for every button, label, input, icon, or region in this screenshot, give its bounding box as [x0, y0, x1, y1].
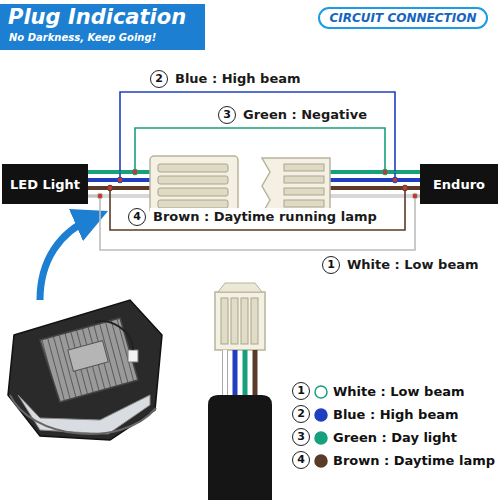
node-text: Enduro [433, 177, 485, 192]
legend-text: White : Low beam [333, 383, 465, 401]
callout-number: 1 [322, 256, 340, 274]
pointer-arrow [40, 218, 92, 300]
wire-dot [402, 185, 408, 191]
callout-number: 2 [150, 70, 168, 88]
heading-pill: CIRCUIT CONNECTION [318, 7, 488, 29]
plug-male [150, 156, 238, 214]
callout-number: 3 [292, 428, 310, 446]
legend-text: Brown : Daytime lamp [333, 452, 495, 470]
headlight-photo [8, 300, 162, 440]
legend-swatch [315, 455, 327, 467]
legend-swatch [315, 409, 327, 421]
plug-female [262, 158, 330, 214]
wire-dot [97, 193, 103, 199]
callout-number: 4 [292, 451, 310, 469]
legend-text: Green : Day light [333, 429, 457, 447]
wire-label: Brown : Daytime running lamp [150, 208, 380, 226]
wire-dot [382, 169, 388, 175]
legend-swatch [315, 432, 327, 444]
cable-end: LED Light [2, 164, 88, 204]
wire-dot [412, 193, 418, 199]
cable-end: Enduro [420, 164, 498, 204]
wire-dot [392, 177, 398, 183]
subtitle: No Darkness, Keep Going! [9, 32, 156, 43]
wire-dot [107, 185, 113, 191]
title: Plug Indication [8, 5, 186, 29]
callout-number: 2 [292, 405, 310, 423]
wire-connector [88, 196, 420, 250]
wire-dot [117, 177, 123, 183]
callout-number: 3 [218, 106, 236, 124]
callout-number: 4 [128, 208, 146, 226]
legend-text: Blue : High beam [333, 406, 459, 424]
title-band: Plug Indication [0, 4, 205, 50]
wire-connector [88, 128, 420, 172]
wire-label: Blue : High beam [172, 70, 304, 88]
plug-closeup [208, 283, 272, 500]
wire-dot [132, 169, 138, 175]
wire-connector [88, 92, 420, 180]
wire-label: Green : Negative [240, 106, 370, 124]
legend-swatch [315, 386, 327, 398]
wires-right [328, 172, 422, 196]
wire-label: White : Low beam [344, 256, 482, 274]
wire-connector [88, 188, 420, 230]
node-text: LED Light [10, 177, 80, 192]
callout-number: 1 [292, 382, 310, 400]
wires-left [78, 172, 152, 196]
node-text: CIRCUIT CONNECTION [330, 11, 477, 25]
